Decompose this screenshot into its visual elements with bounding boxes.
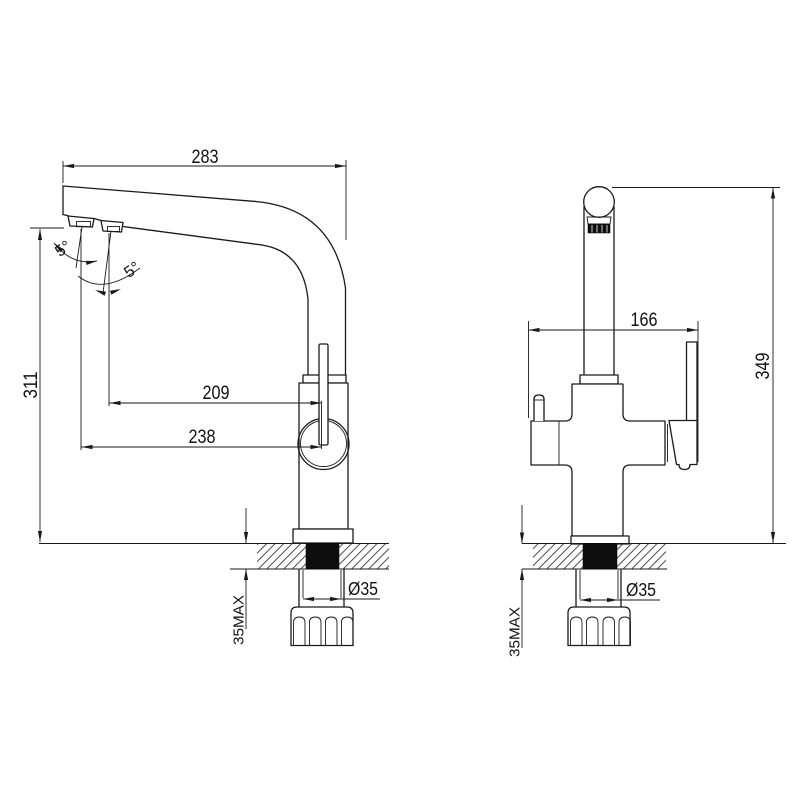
nut-tine-2f (586, 616, 599, 646)
spout-end-circle (583, 186, 615, 218)
nut-tine-1 (293, 616, 306, 646)
spout-outline-top (62, 185, 347, 376)
mounting-nut-front (567, 606, 631, 647)
handle-lever-side (318, 343, 329, 446)
dim-311-label: 311 (21, 372, 42, 399)
aerator-nozzle-1-opening (76, 221, 91, 228)
nut-tine-4 (341, 616, 354, 646)
stream-axis-2 (102, 230, 112, 294)
base-flange (292, 528, 354, 544)
front-view (522, 186, 786, 647)
body-cross (530, 383, 666, 537)
nut-tine-3f (602, 616, 615, 646)
threaded-shank (305, 543, 340, 570)
side-view (39, 185, 389, 647)
nut-tine-1f (570, 616, 583, 646)
nut-tine-2 (309, 616, 322, 646)
spout-step-edge (93, 217, 102, 222)
nut-tine-4f (618, 616, 631, 646)
dim-238-label: 238 (189, 427, 216, 448)
dim-dia35f-label: Ø35 (626, 580, 656, 600)
front-view-dimensions: 166 349 Ø35 35MAX (507, 187, 780, 657)
aerator-mesh (587, 224, 611, 234)
spout-outline-bottom (122, 225, 309, 376)
dim-209-label: 209 (203, 383, 230, 404)
dim-166-label: 166 (631, 310, 658, 331)
spout-tip-edge (62, 213, 69, 217)
stream-axis-1 (75, 226, 83, 269)
aerator-cap (586, 216, 612, 225)
aerator-mesh-lines (591, 225, 608, 233)
aerator-nozzle-2-opening (107, 226, 120, 232)
dim-349-label: 349 (753, 353, 774, 380)
handle-lever-front (685, 341, 698, 422)
nut-tine-3 (325, 616, 338, 646)
base-flange-front (570, 535, 630, 545)
dim-angle-1-label: 5° (52, 238, 74, 261)
dim-35maxf-label: 35MAX (507, 607, 524, 657)
side-view-dimensions: 283 311 209 238 5° 5° Ø35 (21, 147, 380, 645)
filter-valve-knob (533, 394, 545, 421)
dim-dia35-label: Ø35 (348, 579, 378, 599)
angle-arc-2 (77, 267, 141, 285)
threaded-shank-front (582, 543, 618, 570)
dim-35max-label: 35MAX (231, 595, 248, 645)
mounting-nut (290, 606, 354, 647)
riser-collar-front (579, 374, 619, 385)
dim-283-label: 283 (192, 147, 219, 168)
handle-grip (668, 419, 698, 471)
